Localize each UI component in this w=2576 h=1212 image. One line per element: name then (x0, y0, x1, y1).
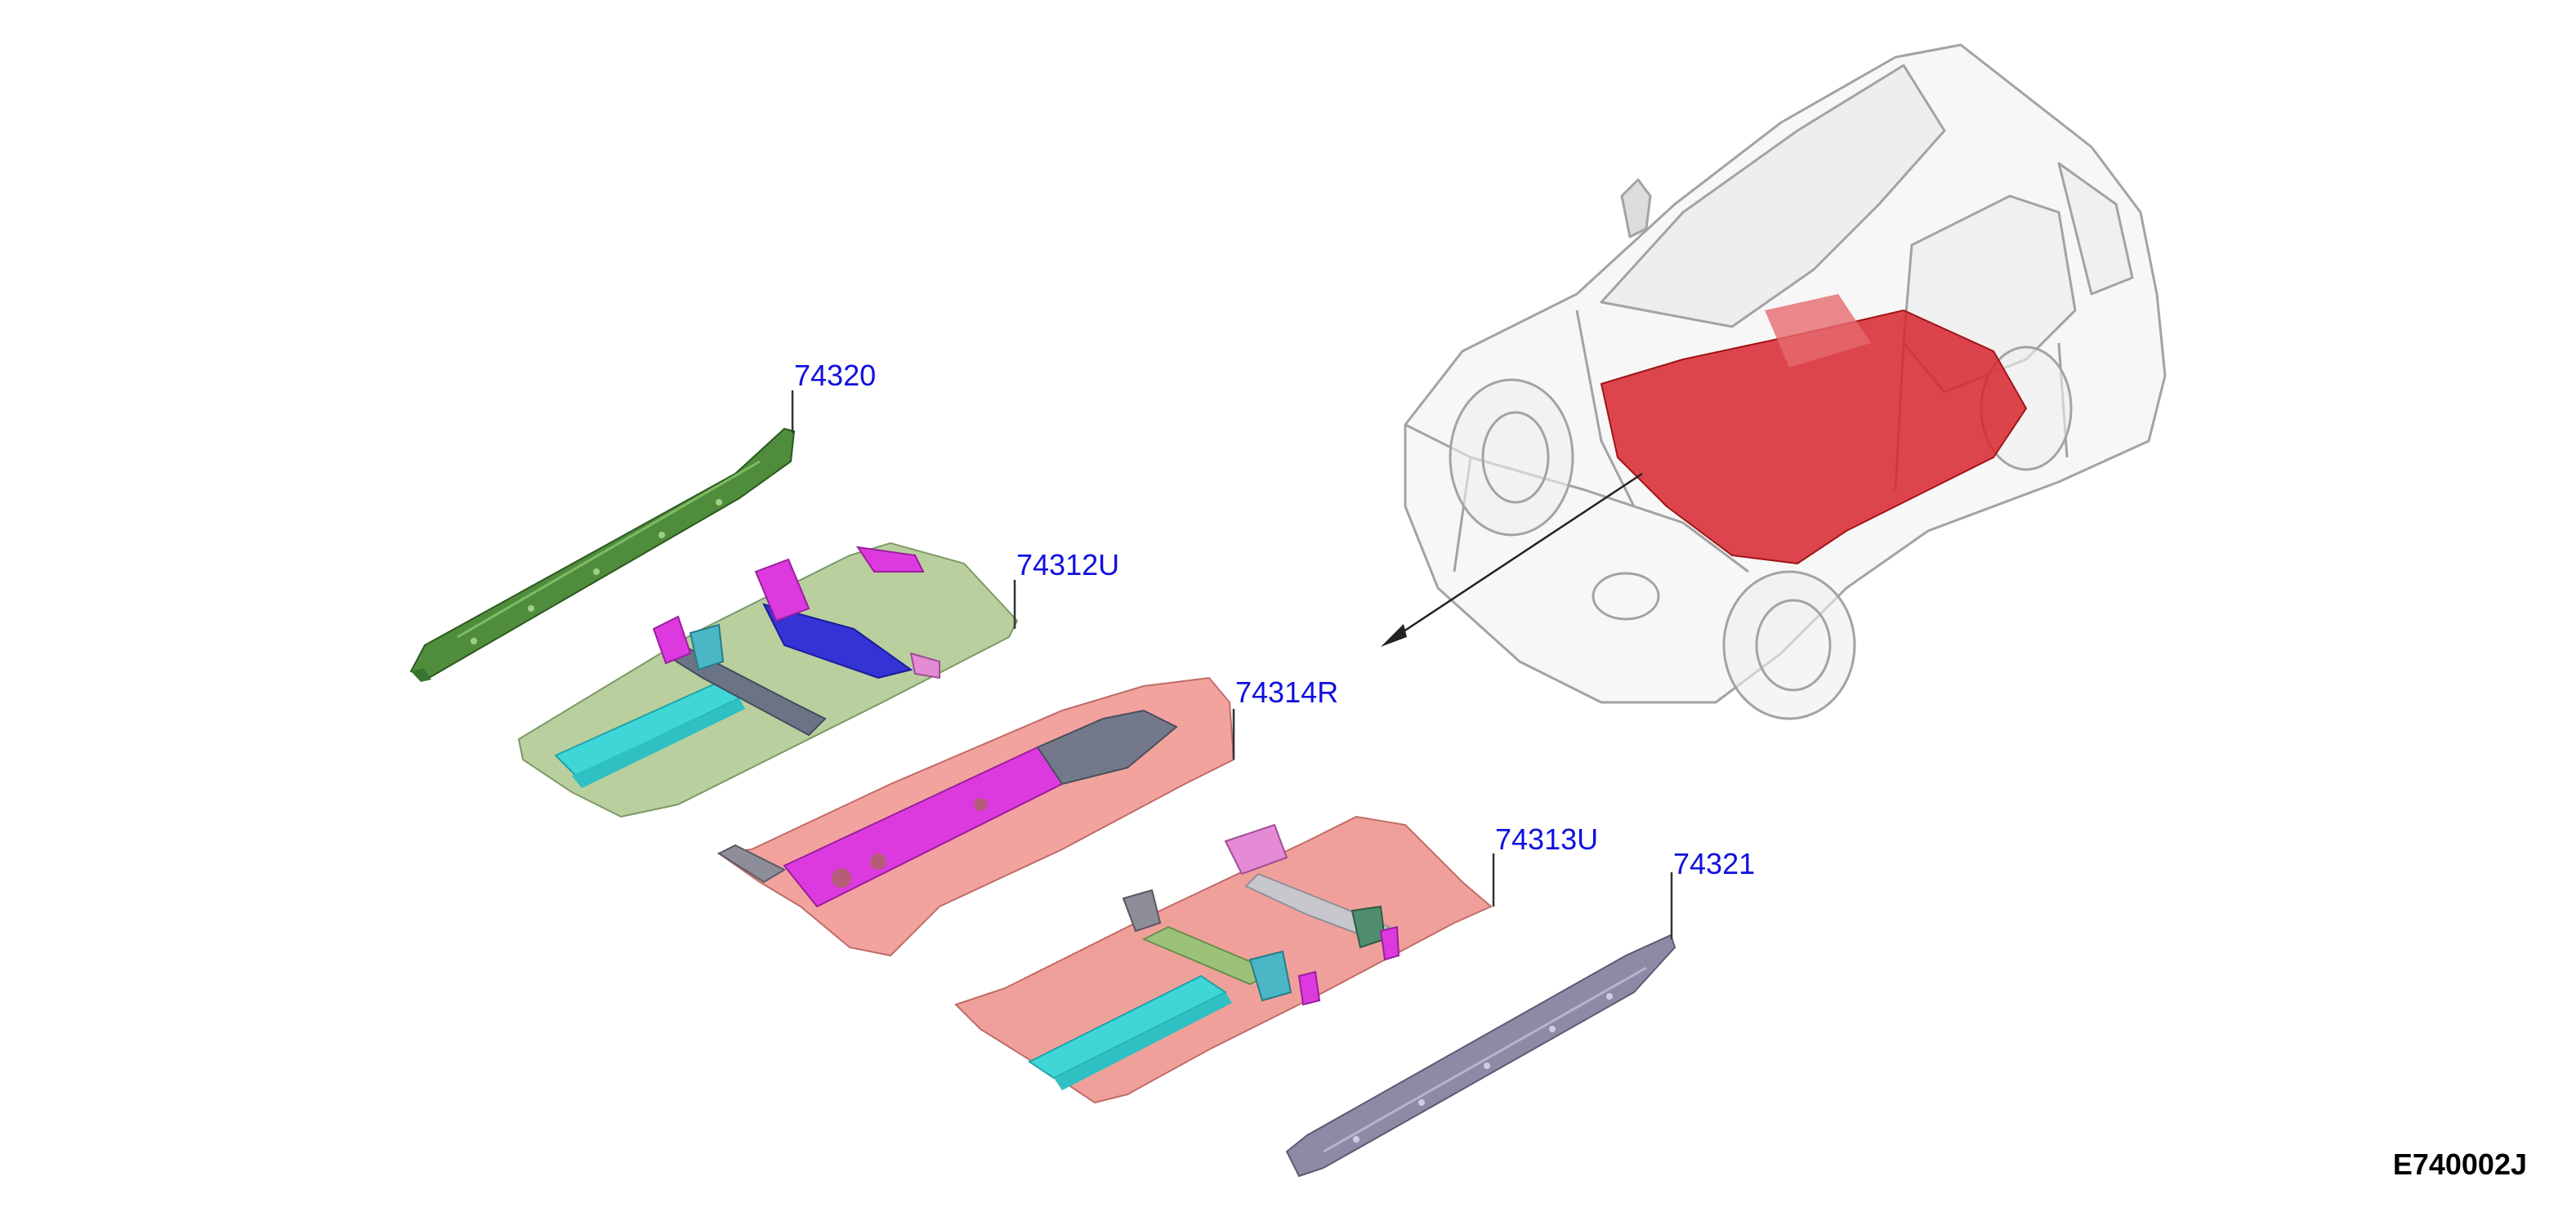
explode-arrow (1381, 472, 1643, 647)
part-label-74320[interactable]: 74320 (794, 359, 877, 392)
part-label-74312U[interactable]: 74312U (1016, 548, 1120, 581)
leader-lines (791, 390, 1673, 939)
part-label-74314R[interactable]: 74314R (1235, 675, 1339, 709)
vehicle-windshield (1600, 64, 1946, 328)
vehicle-left-wheel (1449, 378, 1574, 537)
vehicle-ghost-illustration (1404, 43, 2167, 720)
part-74314R-center-tunnel[interactable] (717, 676, 1235, 957)
vehicle-floor-tunnel (1765, 294, 1871, 368)
diagram-code: E740002J (2392, 1147, 2527, 1181)
vehicle-front-wheel (1722, 570, 1856, 720)
part-74321-side-member[interactable] (1285, 934, 1676, 1178)
part-74312U-floor-panel-left[interactable] (517, 541, 1019, 818)
part-label-74321[interactable]: 74321 (1673, 847, 1756, 880)
part-label-74313U[interactable]: 74313U (1495, 822, 1599, 856)
vehicle-headlamp (1592, 572, 1660, 621)
vehicle-mirror (1620, 178, 1652, 238)
vehicle-rear-window (2057, 162, 2134, 296)
part-74320-side-member[interactable] (409, 427, 796, 682)
part-74313U-floor-panel-right[interactable] (954, 815, 1493, 1104)
